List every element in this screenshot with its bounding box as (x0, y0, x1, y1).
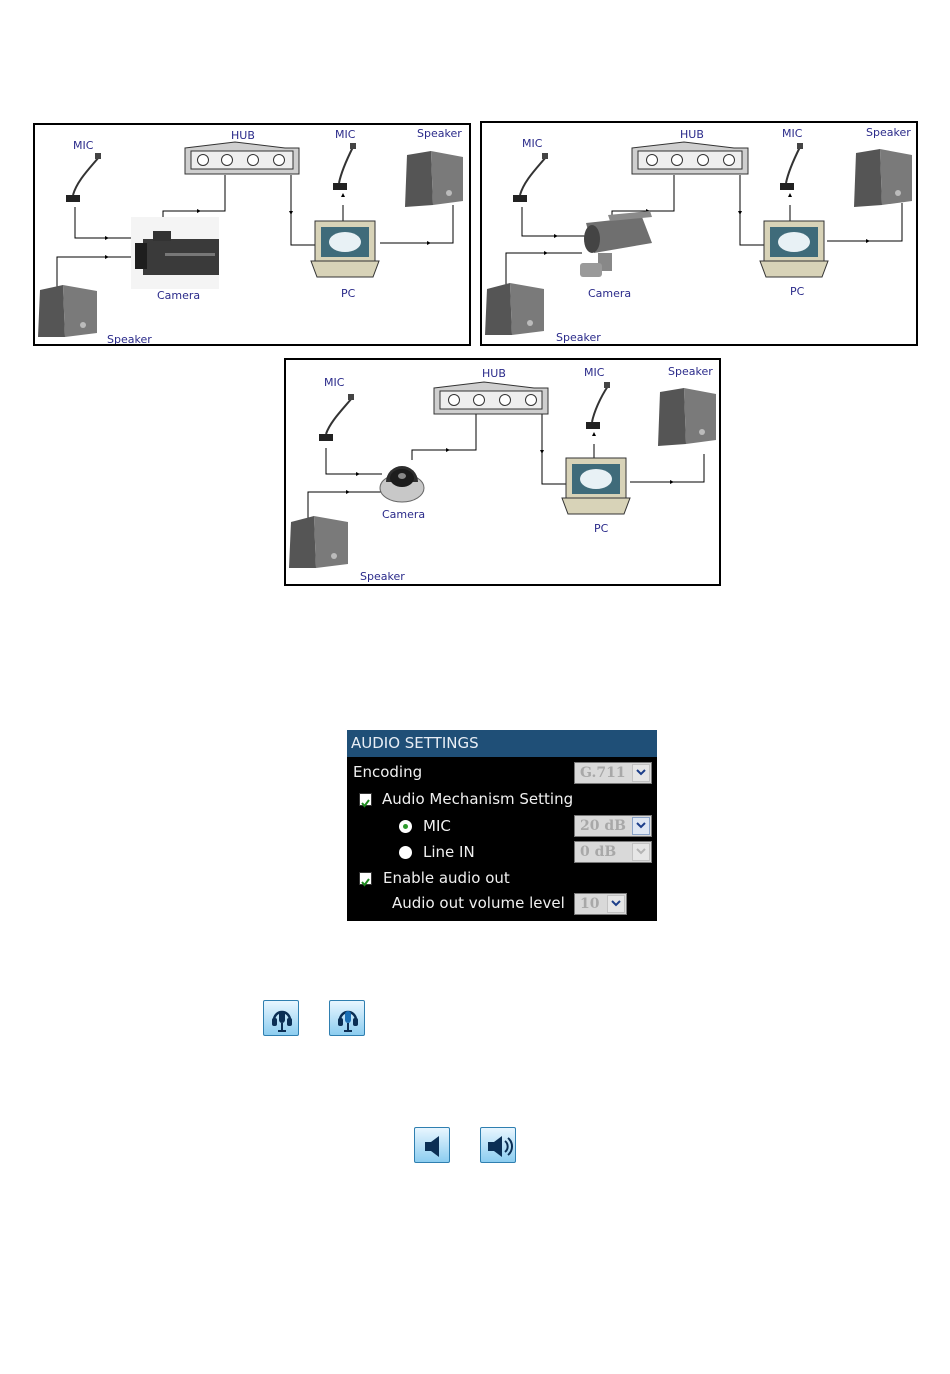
speaker-icon (658, 388, 716, 446)
encoding-value: G.711 (580, 765, 626, 781)
diagram-canvas: MIC HUB MIC Speaker Camera PC Speaker (35, 125, 469, 344)
mic-label: MIC (73, 139, 94, 152)
mic-label: MIC (522, 137, 543, 150)
diagram-bullet-camera: MIC HUB MIC Speaker Camera PC Speaker (480, 121, 918, 346)
diagram-canvas: MIC HUB MIC Speaker Camera PC Speaker (286, 360, 719, 584)
audio-mechanism-checkbox[interactable] (359, 793, 372, 806)
camera-label: Camera (588, 287, 631, 300)
pc-label: PC (790, 285, 805, 298)
mic-label: MIC (584, 366, 605, 379)
speaker-label: Speaker (360, 570, 405, 583)
mic-label: MIC (324, 376, 345, 389)
hub-label: HUB (482, 367, 506, 380)
speaker-on-icon (481, 1128, 517, 1164)
diagram-canvas: MIC HUB MIC Speaker Camera PC Speaker (482, 123, 916, 344)
speaker-icon (289, 516, 348, 568)
talk-on-button[interactable] (329, 1000, 365, 1036)
checkmark-icon (360, 877, 371, 888)
microphone-icon (513, 153, 548, 202)
line-in-gain-value: 0 dB (580, 844, 616, 860)
pc-label: PC (594, 522, 609, 535)
audio-out-volume-value: 10 (580, 896, 599, 912)
chevron-down-icon[interactable] (632, 843, 650, 861)
speaker-label: Speaker (668, 365, 713, 378)
mic-radio[interactable] (399, 820, 412, 833)
line-in-radio[interactable] (399, 846, 412, 859)
hub-icon (632, 142, 748, 174)
audio-settings-panel: AUDIO SETTINGS Encoding G.711 Audio Mech… (347, 730, 657, 921)
mic-label: MIC (335, 128, 356, 141)
chevron-down-icon[interactable] (607, 895, 625, 913)
box-camera-icon (131, 217, 219, 289)
line-in-label: Line IN (423, 843, 475, 861)
encoding-label: Encoding (353, 763, 422, 781)
pc-icon (562, 458, 630, 514)
diagram-dome-camera: MIC HUB MIC Speaker Camera PC Speaker (284, 358, 721, 586)
mic-gain-value: 20 dB (580, 818, 626, 834)
hub-label: HUB (680, 128, 704, 141)
chevron-down-icon[interactable] (632, 764, 650, 782)
headset-mic-off-icon (264, 1001, 300, 1037)
speaker-on-button[interactable] (480, 1127, 516, 1163)
hub-label: HUB (231, 129, 255, 142)
diagram-box-camera: MIC HUB MIC Speaker Camera PC Speaker (33, 123, 471, 346)
chevron-down-icon[interactable] (632, 817, 650, 835)
mic-label: MIC (423, 817, 451, 835)
speaker-icon (485, 283, 544, 335)
microphone-icon (319, 394, 354, 441)
speaker-icon (405, 151, 463, 207)
mic-label: MIC (782, 127, 803, 140)
camera-label: Camera (157, 289, 200, 302)
audio-mechanism-label: Audio Mechanism Setting (382, 790, 573, 808)
enable-audio-out-checkbox[interactable] (359, 872, 372, 885)
microphone-icon (333, 143, 356, 190)
pc-icon (760, 221, 828, 277)
audio-out-volume-label: Audio out volume level (392, 894, 565, 912)
hub-icon (185, 142, 299, 174)
speaker-label: Speaker (866, 126, 911, 139)
talk-off-button[interactable] (263, 1000, 299, 1036)
speaker-icon (854, 149, 912, 207)
speaker-label: Speaker (556, 331, 601, 344)
speaker-off-button[interactable] (414, 1127, 450, 1163)
microphone-icon (586, 382, 610, 429)
headset-mic-on-icon (330, 1001, 366, 1037)
mic-gain-select[interactable]: 20 dB (574, 815, 652, 837)
checkmark-icon (360, 798, 371, 809)
audio-out-volume-select[interactable]: 10 (574, 893, 627, 915)
enable-audio-out-label: Enable audio out (383, 869, 510, 887)
speaker-label: Speaker (417, 127, 462, 140)
pc-icon (311, 221, 379, 277)
dome-camera-icon (380, 466, 424, 502)
hub-icon (434, 382, 548, 414)
bullet-camera-icon (580, 211, 652, 277)
speaker-icon (38, 285, 97, 337)
line-in-gain-select[interactable]: 0 dB (574, 841, 652, 863)
encoding-select[interactable]: G.711 (574, 762, 652, 784)
speaker-label: Speaker (107, 333, 152, 344)
panel-title: AUDIO SETTINGS (347, 730, 657, 757)
microphone-icon (780, 143, 803, 190)
microphone-icon (66, 153, 101, 202)
pc-label: PC (341, 287, 356, 300)
camera-label: Camera (382, 508, 425, 521)
speaker-off-icon (415, 1128, 451, 1164)
